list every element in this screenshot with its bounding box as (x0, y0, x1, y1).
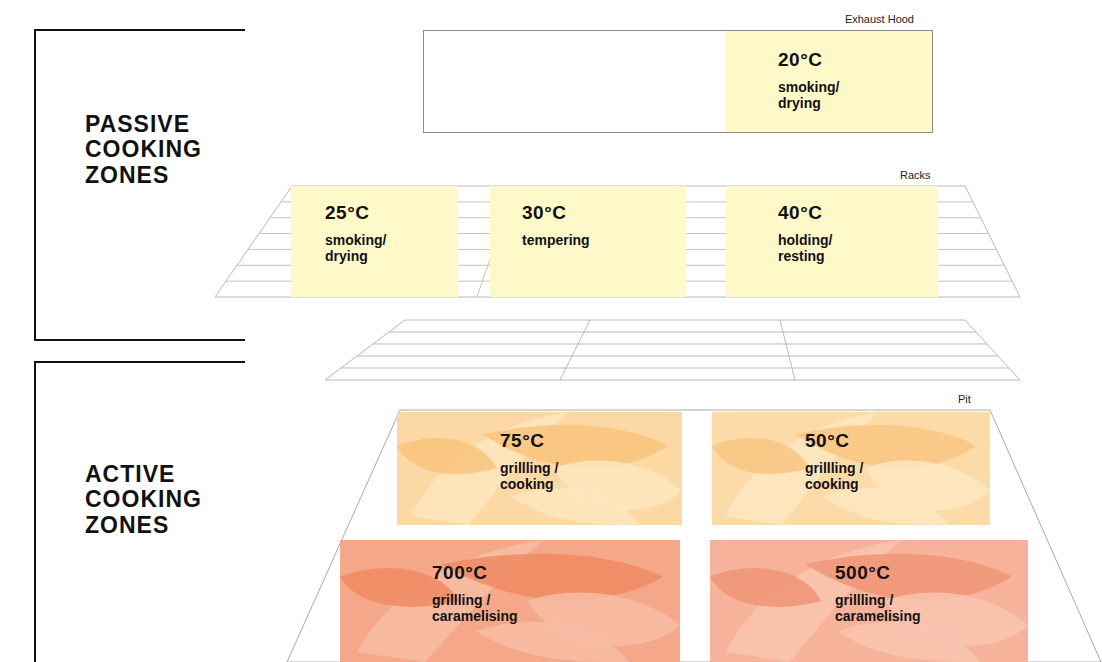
zone-text-group: 700°C grillling / caramelising (432, 562, 528, 624)
temperature: 500°C (835, 562, 931, 584)
zone-text-group: 25°C smoking/ drying (325, 202, 421, 264)
zone-use: grillling / caramelising (432, 592, 528, 624)
zone-use: smoking/ drying (778, 79, 874, 111)
pit: Pit75°Cgrillling / cooking50°Cgrillling … (287, 410, 1102, 662)
zone-use: smoking/ drying (325, 232, 421, 264)
zone-text-group: 50°C grillling / cooking (805, 430, 901, 492)
zone-text-group: 40°C holding/ resting (778, 202, 874, 264)
temperature: 75°C (500, 430, 596, 452)
label-holder: Pit (958, 393, 971, 406)
pit-zone: 700°C grillling / caramelising (340, 540, 680, 662)
temperature: 30°C (522, 202, 618, 224)
zone-use: grillling / cooking (805, 460, 901, 492)
zone-group-label: Pit (958, 393, 971, 406)
section-label: PASSIVE COOKING ZONES (85, 112, 220, 188)
empty-rack (325, 320, 1020, 380)
zone-text-group: 75°C grillling / cooking (500, 430, 596, 492)
zone-use: tempering (522, 232, 618, 248)
pit-zone: 75°C grillling / cooking (397, 412, 682, 525)
temperature: 25°C (325, 202, 421, 224)
temperature: 20°C (778, 49, 874, 71)
zone-use: grillling / caramelising (835, 592, 931, 624)
section-bracket (35, 30, 245, 340)
rack-zone: 30°C tempering (490, 186, 686, 297)
pit-zone: 50°C grillling / cooking (712, 412, 990, 525)
label-holder: Exhaust Hood (845, 13, 914, 26)
zone-text-group: 30°C tempering (522, 202, 618, 248)
zone-group-label: Racks (900, 169, 931, 182)
flame-pattern (340, 540, 680, 662)
temperature: 50°C (805, 430, 901, 452)
temperature: 40°C (778, 202, 874, 224)
pit-zone: 500°C grillling / caramelising (710, 540, 1028, 662)
zone-text-group: 500°C grillling / caramelising (835, 562, 931, 624)
zone-use: grillling / cooking (500, 460, 596, 492)
hood-zone: 20°C smoking/ drying (726, 31, 932, 132)
temperature: 700°C (432, 562, 528, 584)
section-label: ACTIVE COOKING ZONES (85, 462, 220, 538)
zone-use: holding/ resting (778, 232, 874, 264)
section-bracket (35, 362, 245, 662)
label-holder: Racks (900, 169, 931, 182)
zone-text-group: 20°C smoking/ drying (778, 49, 874, 111)
rack-zone: 25°C smoking/ drying (291, 186, 458, 297)
rack-zone: 40°C holding/ resting (726, 186, 938, 297)
rack: Racks25°Csmoking/ drying30°Ctempering40°… (215, 186, 1020, 297)
zone-group-label: Exhaust Hood (845, 13, 914, 26)
exhaust-hood: Exhaust Hood20°Csmoking/ drying (423, 30, 933, 133)
